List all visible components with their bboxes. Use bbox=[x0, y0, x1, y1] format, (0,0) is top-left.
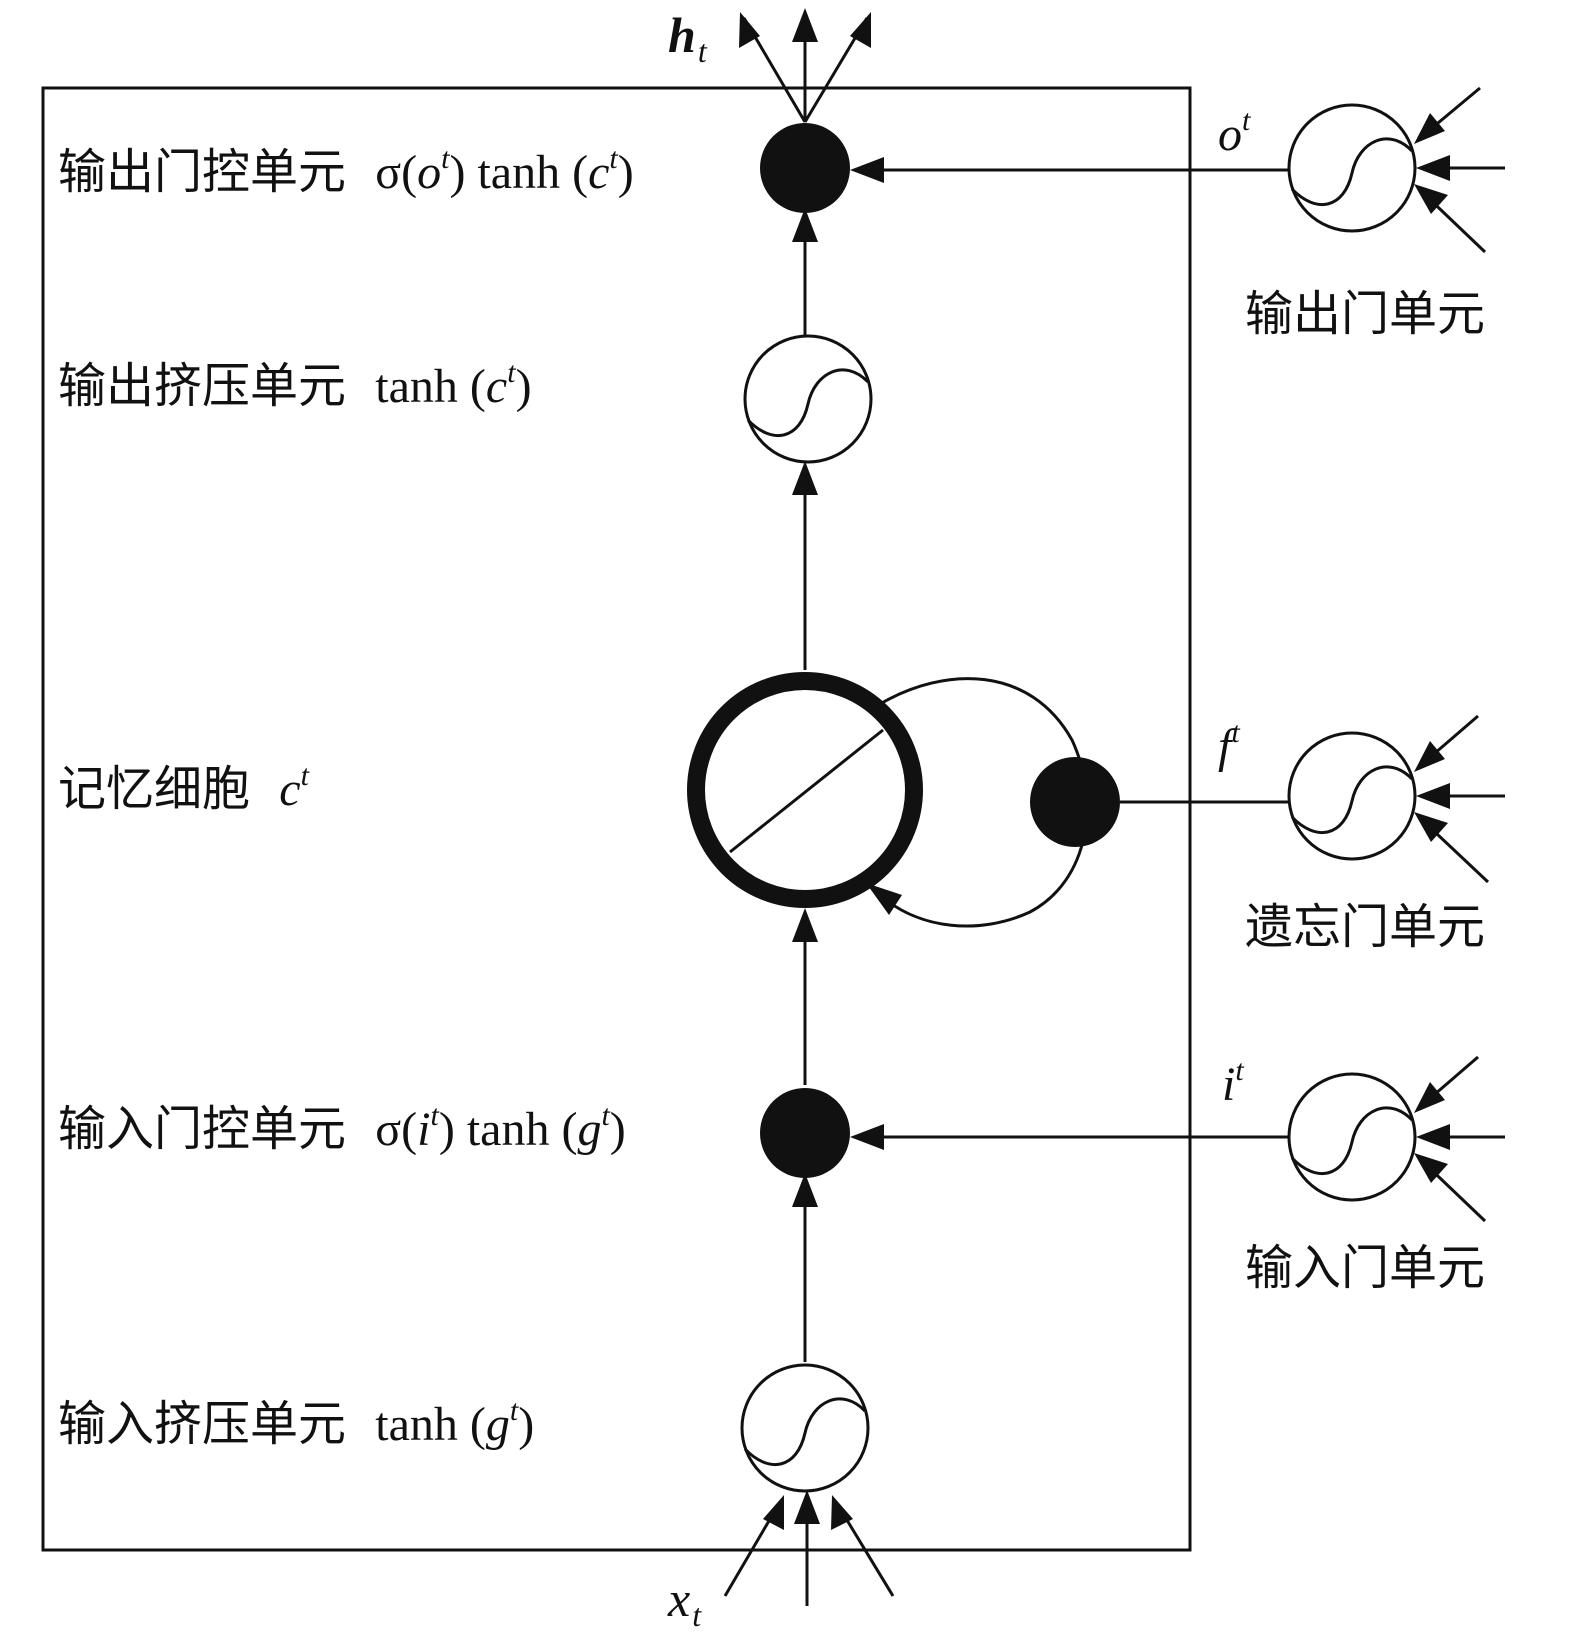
forget-gate-in-arrowhead-mid bbox=[1416, 783, 1450, 809]
output-h-label: ht bbox=[668, 7, 708, 69]
output-gate-in-arrowhead-bottom bbox=[1414, 184, 1448, 214]
input-arrowhead-right bbox=[831, 1495, 853, 1530]
label-input-gate-unit: 输入门单元 bbox=[1245, 1240, 1485, 1296]
arrowhead-into-output-gate bbox=[792, 208, 818, 242]
lstm-block-boundary bbox=[41, 86, 1192, 1552]
output-arrowhead-center bbox=[792, 8, 818, 42]
input-gate-in-arrowhead-bottom bbox=[1414, 1153, 1448, 1183]
signal-input-gate: it bbox=[1222, 1054, 1244, 1111]
forget-multiplier bbox=[1030, 757, 1120, 847]
label-input-squash: 输入挤压单元 tanh (gt) bbox=[58, 1394, 534, 1452]
input-arrowhead-center bbox=[794, 1490, 820, 1524]
input-arrowhead-left bbox=[763, 1495, 784, 1530]
input-squash-unit bbox=[740, 1363, 870, 1493]
output-arrowhead-right bbox=[850, 12, 871, 48]
memory-cell-slash bbox=[729, 728, 884, 854]
input-x-label: xt bbox=[667, 1571, 702, 1633]
label-output-gate-unit: 输出门单元 bbox=[1245, 286, 1485, 342]
forget-gate-unit bbox=[1287, 731, 1417, 861]
arrowhead-input-gate-signal bbox=[850, 1124, 884, 1150]
signal-output-gate: ot bbox=[1218, 104, 1251, 161]
forget-gate-in-arrowhead-top bbox=[1414, 741, 1445, 772]
input-gate-multiplier bbox=[760, 1088, 850, 1178]
label-forget-gate-unit: 遗忘门单元 bbox=[1245, 899, 1485, 955]
output-gate-in-arrowhead-top bbox=[1414, 113, 1445, 144]
arrowhead-output-gate-signal bbox=[850, 157, 884, 183]
output-gate-multiplier bbox=[760, 123, 850, 213]
arrowhead-into-cell bbox=[792, 908, 818, 942]
arrowhead-into-input-gate bbox=[792, 1173, 818, 1207]
input-gate-in-arrowhead-top bbox=[1414, 1082, 1445, 1113]
output-gate-unit bbox=[1287, 103, 1417, 233]
arrowhead-recurrent-loop bbox=[866, 883, 902, 915]
memory-cell bbox=[687, 672, 923, 908]
output-gate-in-arrowhead-mid bbox=[1416, 155, 1450, 181]
output-arrowhead-left bbox=[739, 12, 760, 48]
input-gate-unit bbox=[1287, 1072, 1417, 1202]
label-memory-cell: 记忆细胞 ct bbox=[58, 759, 310, 817]
signal-forget-gate: ft bbox=[1218, 716, 1240, 773]
output-squash-unit bbox=[743, 334, 873, 464]
label-input-gating: 输入门控单元 σ(it) tanh (gt) bbox=[58, 1099, 626, 1157]
label-output-squash: 输出挤压单元 tanh (ct) bbox=[58, 356, 532, 414]
input-gate-in-arrowhead-mid bbox=[1416, 1124, 1450, 1150]
label-output-gating: 输出门控单元 σ(ot) tanh (ct) bbox=[58, 142, 634, 200]
arrowhead-into-output-squash bbox=[792, 461, 818, 495]
forget-gate-in-arrowhead-bottom bbox=[1414, 812, 1448, 842]
